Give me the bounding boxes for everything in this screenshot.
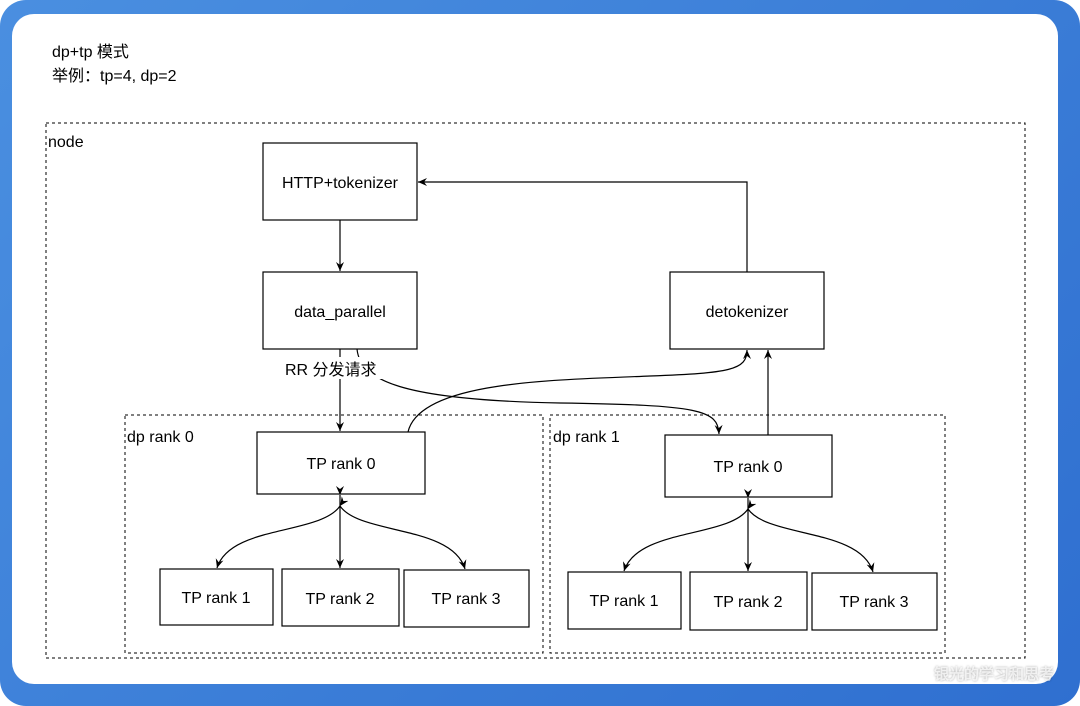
dp1-tp-rank-2-label: TP rank 2 xyxy=(713,594,782,611)
rr-label-bg xyxy=(281,357,389,379)
dp0-tp-rank-1-label: TP rank 1 xyxy=(181,590,250,607)
arrow-dp0-tp0-to-tp1 xyxy=(215,496,349,569)
detokenizer-box: detokenizer xyxy=(669,271,825,350)
arrow-rank0-to-detokenizer xyxy=(407,349,751,433)
http-tokenizer-label: HTTP+tokenizer xyxy=(282,175,399,192)
dp-rank-1-container xyxy=(549,414,946,654)
node-label: node xyxy=(48,134,84,151)
dp0-tp-rank-3-label: TP rank 3 xyxy=(431,591,500,608)
dp0-tp-rank-2-label: TP rank 2 xyxy=(305,591,374,608)
dp0-tp-rank-3-box: TP rank 3 xyxy=(403,569,530,628)
dp0-tp-rank-0-label: TP rank 0 xyxy=(306,456,375,473)
node-container xyxy=(45,122,1026,659)
arrow-dp1-tp0-to-tp3 xyxy=(747,508,875,573)
dp-rank-0-label: dp rank 0 xyxy=(127,429,194,446)
dp0-tp-rank-1-box: TP rank 1 xyxy=(159,568,274,626)
dp1-tp-rank-2-box: TP rank 2 xyxy=(689,571,808,631)
dp0-tp-rank-2-box: TP rank 2 xyxy=(281,568,400,627)
dp-rank-0-container xyxy=(124,414,544,654)
rr-distribute-label: RR 分发请求 xyxy=(285,361,377,379)
arrow-dp0-tp0-to-tp3 xyxy=(339,505,467,570)
arrow-detokenizer-to-tokenizer xyxy=(418,178,748,272)
dp-rank-1-label: dp rank 1 xyxy=(553,429,620,446)
data-parallel-label: data_parallel xyxy=(294,304,386,321)
dp1-tp-rank-0-label: TP rank 0 xyxy=(713,459,782,476)
arrow-dp-to-rank1 xyxy=(356,348,723,435)
diagram-subtitle: 举例：tp=4, dp=2 xyxy=(52,68,177,85)
dp1-tp-rank-1-box: TP rank 1 xyxy=(567,571,682,630)
dp1-tp-rank-0-box: TP rank 0 xyxy=(664,434,833,498)
watermark: 银光的学习和思考 xyxy=(933,666,1054,683)
dp1-tp-rank-1-label: TP rank 1 xyxy=(589,593,658,610)
data-parallel-box: data_parallel xyxy=(262,271,418,350)
dp0-tp-rank-0-box: TP rank 0 xyxy=(256,431,426,495)
dp1-tp-rank-3-box: TP rank 3 xyxy=(811,572,938,631)
dp1-tp-rank-3-label: TP rank 3 xyxy=(839,594,908,611)
arrow-dp1-tp0-to-tp1 xyxy=(623,499,757,572)
detokenizer-label: detokenizer xyxy=(706,304,789,321)
http-tokenizer-box: HTTP+tokenizer xyxy=(262,142,418,221)
diagram-title: dp+tp 模式 xyxy=(52,44,129,61)
